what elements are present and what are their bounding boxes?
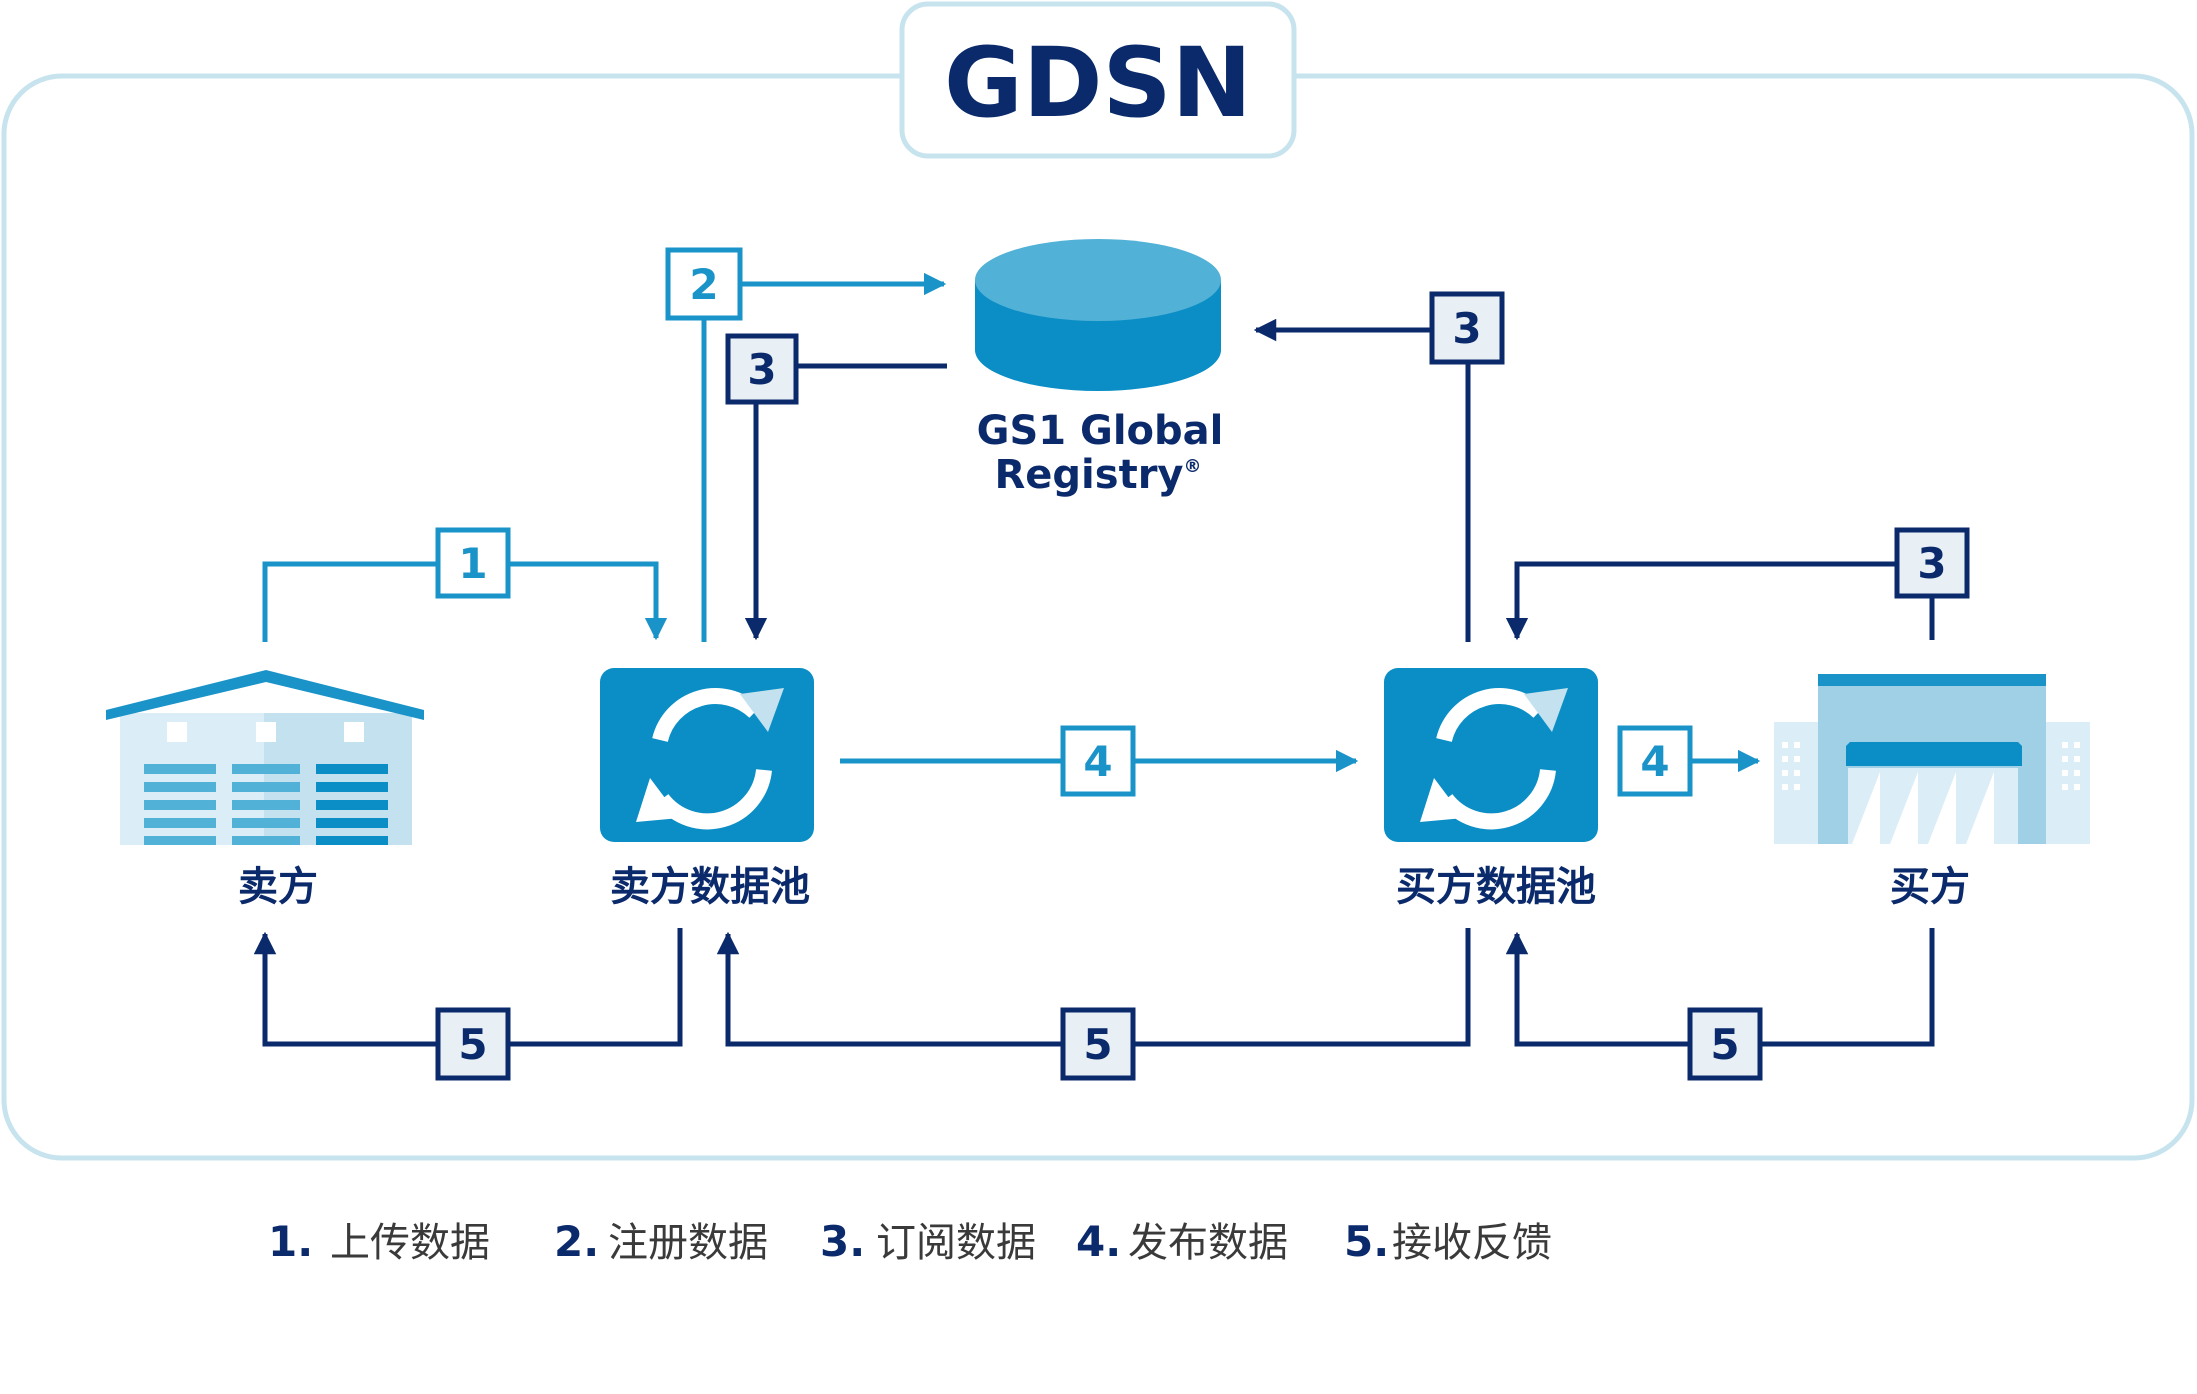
step-badge-3-seller: 3 [725,333,799,405]
registry-label-line2: Registry® [994,452,1201,498]
registry-label-line1: GS1 Global [977,408,1224,454]
step-badge-3-buyer: 3 [1894,527,1970,599]
warehouse-icon [106,670,424,845]
svg-text:3.: 3. [820,1217,865,1266]
svg-text:2.: 2. [554,1217,599,1266]
step3-connector-left [744,363,947,641]
legend-item-1: 1. 上传数据 [268,1217,490,1266]
svg-text:4: 4 [1640,737,1669,786]
database-icon [975,239,1221,391]
svg-text:1: 1 [458,539,487,588]
svg-text:接收反馈: 接收反馈 [1392,1220,1552,1266]
seller-label: 卖方 [238,864,318,910]
step-badge-1: 1 [435,527,511,599]
svg-text:2: 2 [689,260,718,309]
step3-connector-buyer [1505,561,1935,641]
step3-connector-right [1253,318,1471,642]
svg-text:5: 5 [1083,1020,1112,1069]
svg-text:3: 3 [1917,539,1946,588]
step-badge-2: 2 [665,247,743,321]
buyer-label: 买方 [1890,864,1970,910]
seller-pool-sync-icon [600,668,814,842]
step-badge-5-seller: 5 [435,1007,511,1081]
legend-item-2: 2. 注册数据 [554,1217,768,1266]
outer-frame [1,73,2195,1161]
step-badge-4-buyer: 4 [1617,725,1693,797]
legend-item-4: 4. 发布数据 [1076,1217,1288,1266]
svg-text:1.: 1. [268,1217,313,1266]
title-box [899,1,1297,159]
svg-text:订阅数据: 订阅数据 [876,1220,1036,1266]
legend-item-5: 5. 接收反馈 [1344,1217,1552,1266]
svg-text:5: 5 [1710,1020,1739,1069]
registered-mark: ® [1184,456,1202,477]
svg-text:5: 5 [458,1020,487,1069]
buyer-pool-sync-icon [1384,668,1598,842]
step-badge-5-center: 5 [1060,1007,1136,1081]
buyer-pool-label: 买方数据池 [1396,864,1596,910]
svg-text:3: 3 [1452,304,1481,353]
step-badge-3-registry: 3 [1429,291,1505,365]
svg-text:上传数据: 上传数据 [330,1220,490,1266]
svg-text:发布数据: 发布数据 [1128,1220,1288,1266]
svg-text:4: 4 [1083,737,1112,786]
svg-text:5.: 5. [1344,1217,1389,1266]
svg-text:3: 3 [747,345,776,394]
title: GDSN [944,27,1252,139]
store-icon [1774,674,2090,844]
seller-pool-label: 卖方数据池 [610,864,810,910]
step-badge-4-center: 4 [1060,725,1136,797]
step-badge-5-buyer: 5 [1687,1007,1763,1081]
svg-text:注册数据: 注册数据 [608,1220,768,1266]
svg-text:4.: 4. [1076,1217,1121,1266]
legend: 1. 上传数据 2. 注册数据 3. 订阅数据 4. 发布数据 5. 接收反馈 [268,1217,1552,1266]
legend-item-3: 3. 订阅数据 [820,1217,1036,1266]
